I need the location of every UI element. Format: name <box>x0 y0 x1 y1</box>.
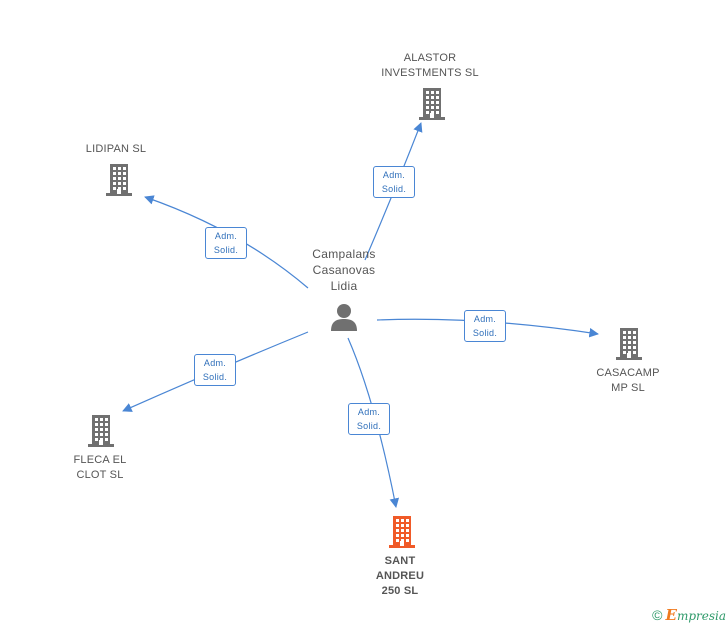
company-label-lidipan[interactable]: LIDIPAN SL <box>85 143 147 155</box>
role-line1: Adm. <box>473 314 497 324</box>
building-icon[interactable] <box>387 514 417 548</box>
company-label-sant-andreu[interactable]: SANT ANDREU 250 SL <box>375 555 425 597</box>
company-label-fleca[interactable]: FLECA EL CLOT SL <box>73 454 127 481</box>
building-icon[interactable] <box>614 326 644 360</box>
role-line1: Adm. <box>382 170 406 180</box>
role-badge-lidipan: Adm. Solid. <box>205 227 247 259</box>
copyright-icon: © <box>652 607 663 623</box>
role-line1: Adm. <box>357 407 381 417</box>
brand-footer: ©Empresia <box>652 606 726 624</box>
role-line2: Solid. <box>356 421 382 431</box>
role-line2: Solid. <box>202 372 228 382</box>
brand-logo-text: mpresia <box>676 609 726 623</box>
role-line1: Adm. <box>203 358 227 368</box>
role-line2: Solid. <box>213 245 239 255</box>
building-icon[interactable] <box>86 413 116 447</box>
role-line2: Solid. <box>472 328 498 338</box>
company-label-casacamp[interactable]: CASACAMP MP SL <box>596 367 660 394</box>
building-icon[interactable] <box>417 86 447 120</box>
role-badge-alastor: Adm. Solid. <box>373 166 415 198</box>
role-line1: Adm. <box>214 231 238 241</box>
person-name[interactable]: Campalans Casanovas Lidia <box>312 247 376 293</box>
role-badge-sant-andreu: Adm. Solid. <box>348 403 390 435</box>
role-line2: Solid. <box>381 184 407 194</box>
building-icon[interactable] <box>104 162 134 196</box>
brand-logo-e: E <box>665 606 677 624</box>
role-badge-casacamp: Adm. Solid. <box>464 310 506 342</box>
role-badge-fleca: Adm. Solid. <box>194 354 236 386</box>
person-icon[interactable] <box>329 302 359 332</box>
company-label-alastor[interactable]: ALASTOR INVESTMENTS SL <box>381 52 479 79</box>
